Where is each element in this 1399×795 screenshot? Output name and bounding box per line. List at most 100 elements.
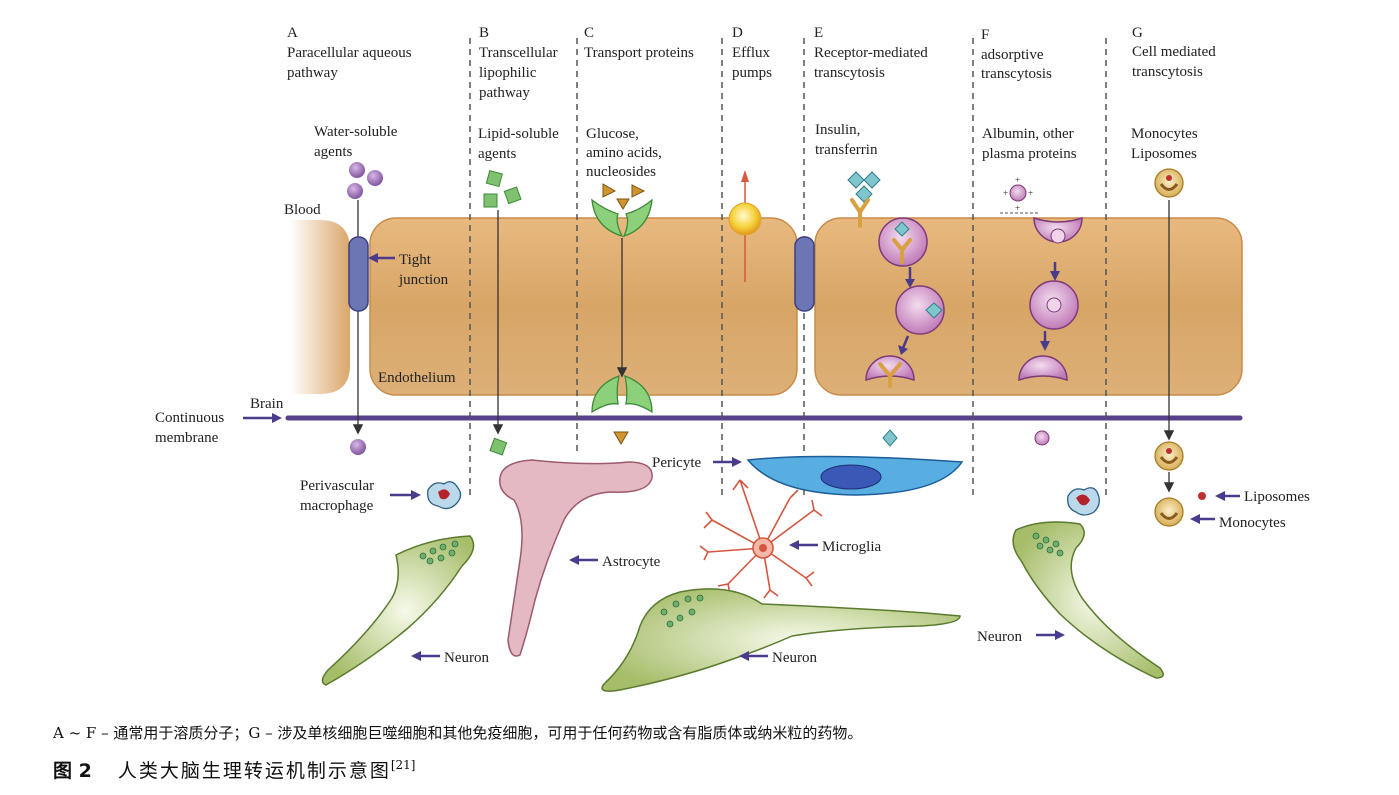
astrocyte-label: Astrocyte [602,554,661,570]
transcytosis-arrow-head [905,279,915,288]
pathway-b-title-2: lipophilic [479,65,537,81]
insulin-molecule [847,171,865,189]
microglia [699,479,823,599]
agent-a-label-2: agents [314,144,352,160]
exocytic-receptor [878,362,902,388]
macrophage-arrow-head [411,490,421,500]
perivascular-macrophage: Perivascular macrophage [300,478,1100,516]
monocyte-nucleus [1159,183,1179,191]
agent-b-label-2: agents [478,146,516,162]
pericyte-nucleus [820,464,882,490]
agent-c-label-3: nucleosides [586,164,656,180]
neuron-vesicles [419,540,459,565]
neuron-left-arrow-head [411,651,421,661]
pathway-g-graphics: Liposomes Monocytes [1154,168,1310,531]
agent-g-label-1: Monocytes [1131,126,1198,142]
vesicle-cargo [1046,297,1062,313]
insulin-molecule [863,171,881,189]
neuron-center: Neuron [601,588,961,692]
neuron-right-cell [1012,521,1164,679]
neuron-right-arrow-head [1055,630,1065,640]
transport-vesicle [895,285,945,335]
insulin-molecule-brain [882,429,898,447]
lipid-soluble-molecule-brain [489,437,508,456]
agent-g-label-2: Liposomes [1131,146,1197,162]
tight-junction-arrow-head [368,253,378,263]
endothelium-label: Endothelium [378,370,456,386]
neuron-vesicles [1032,532,1064,557]
tight-junction-label-2: junction [398,272,449,288]
figure-title: 人类大脑生理转运机制示意图 [117,760,391,782]
efflux-arrow-head [741,170,749,182]
albumin-charges: + + + + [1003,175,1033,213]
pathway-c-title-1: Transport proteins [584,45,694,61]
agent-a-label-1: Water-soluble [314,124,398,140]
agent-labels: Water-soluble agents Lipid-soluble agent… [314,122,1198,180]
pericyte-label: Pericyte [652,455,701,471]
pathway-a-letter: A [287,25,298,41]
figure-note: A ~ F – 通常用于溶质分子；G – 涉及单核细胞巨噬细胞和其他免疫细胞，可… [53,724,863,742]
adsorptive-arrow-head [1050,271,1060,281]
neuron-center-cell [601,588,961,692]
endothelium [290,217,1243,396]
tight-junction [348,236,369,312]
pathway-d-title-2: pumps [732,65,772,81]
nutrient-molecule-brain [613,431,629,445]
neuron-center-label: Neuron [772,650,817,666]
transporter-protein-top [622,198,653,238]
neuron-left-cell [321,535,475,686]
pathway-e-letter: E [814,25,823,41]
transcytosis-arrow-head [898,345,908,355]
neuron-right: Neuron [977,521,1164,679]
pathway-b-graphics [483,170,522,456]
pathway-a-title-2: pathway [287,65,338,81]
brain-label: Brain [250,396,284,412]
pathway-g-title-1: Cell mediated [1132,44,1216,60]
transporter-protein-bottom [591,374,620,414]
agent-f-label-1: Albumin, other [982,126,1074,142]
neuron-left-label: Neuron [444,650,489,666]
water-soluble-molecule [349,162,365,178]
pathway-b-title-1: Transcellular [479,45,558,61]
pathway-e-title-1: Receptor-mediated [814,45,928,61]
efflux-pump [728,202,762,236]
continuous-membrane-label-1: Continuous [155,410,224,426]
microglia-nucleus [759,544,767,552]
svg-text:+: + [1015,175,1020,185]
pericyte-arrow-head [732,457,742,467]
perivascular-macrophage-label-2: macrophage [300,498,374,514]
liposomes-arrow-head [1215,491,1225,501]
astrocyte: Astrocyte [499,459,661,657]
pathway-f-graphics: + + + + [1000,175,1083,446]
nutrient-molecule [602,183,617,198]
endothelium-left-cell [290,220,350,394]
lipid-soluble-molecule [485,170,503,188]
agent-e-label-1: Insulin, [815,122,860,138]
svg-text:+: + [1003,188,1008,198]
neuron-left: Neuron [321,535,489,686]
pathway-b-title-3: pathway [479,85,530,101]
figure-reference: [21] [390,758,416,772]
pathway-e-title-2: transcytosis [814,65,885,81]
pathway-f-title-1: adsorptive [981,47,1044,63]
pathway-c-graphics [591,183,653,445]
blood-label: Blood [284,202,321,218]
monocyte-blood [1154,168,1184,198]
receptor-y [850,198,870,228]
pathway-d-graphics [728,170,815,312]
nutrient-molecule [616,198,630,210]
tight-junction-right [794,236,815,312]
liposomes-label: Liposomes [1244,489,1310,505]
pathway-d-letter: D [732,25,743,41]
tight-junction-label-1: Tight [399,252,432,268]
water-soluble-molecule-brain [350,439,366,455]
transcytosis-arrow [901,335,910,349]
svg-text:+: + [1015,203,1020,213]
pathway-dividers [469,38,1107,500]
continuous-membrane-arrow-head [272,413,282,423]
endothelium-cell-right [814,217,1243,396]
agent-b-label-1: Lipid-soluble [478,126,559,142]
monocyte-brain-2 [1154,497,1184,527]
